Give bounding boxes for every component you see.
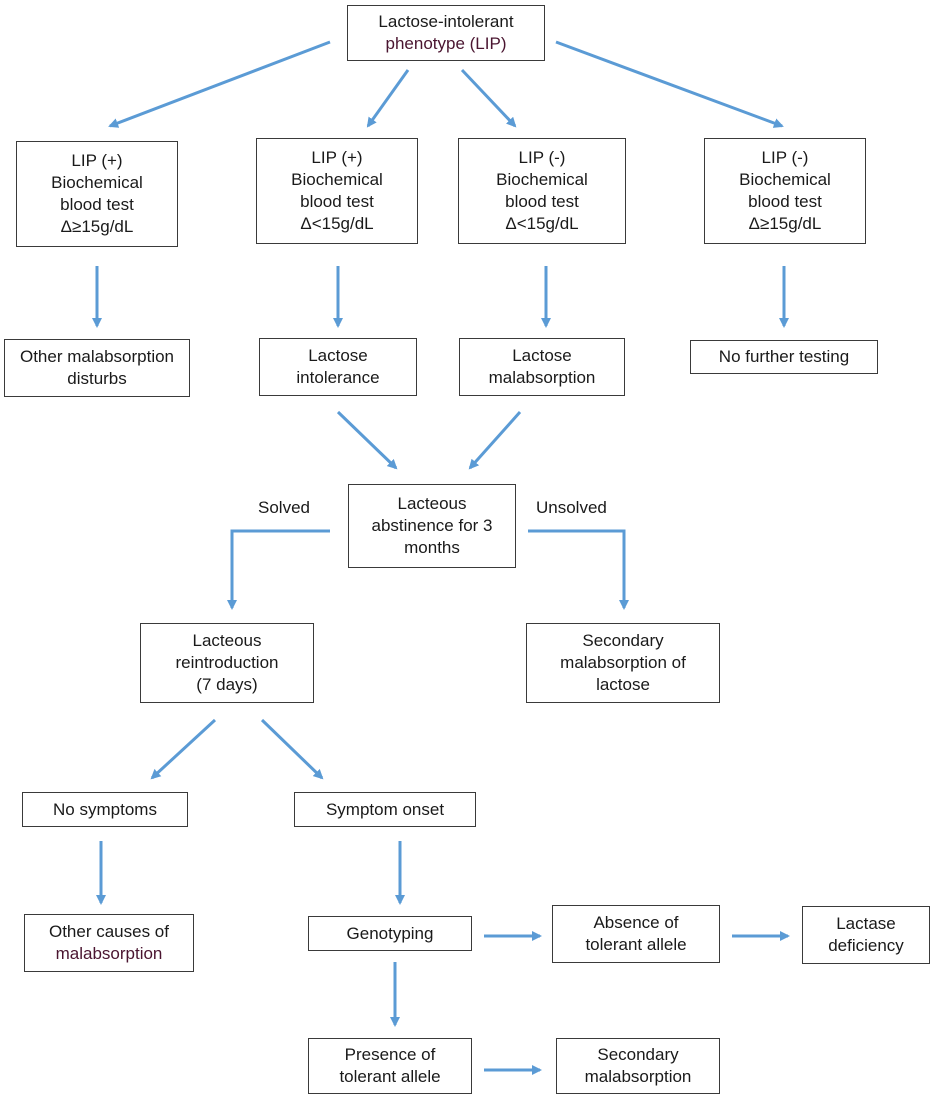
node-secondary-malabsorption-text: Secondary malabsorption	[584, 1045, 692, 1086]
node-abstinence-text: Lacteous abstinence for 3 months	[371, 494, 493, 557]
node-lactose-malabsorption: Lactose malabsorption	[459, 338, 625, 396]
node-other-causes-of-malabsorption: Other causes of malabsorption	[24, 914, 194, 972]
node-lip-neg-high: LIP (-) Biochemical blood test Δ≥15g/dL	[704, 138, 866, 244]
arrow-root-to-lip4	[555, 40, 784, 128]
edge-label-solved: Solved	[258, 498, 310, 517]
edge-label-unsolved: Unsolved	[536, 498, 607, 517]
node-lip-neg-low-text: LIP (-) Biochemical blood test Δ<15g/dL	[496, 148, 588, 233]
node-lip-pos-low: LIP (+) Biochemical blood test Δ<15g/dL	[256, 138, 418, 244]
node-secondary-malabsorption: Secondary malabsorption	[556, 1038, 720, 1094]
node-no-further-testing: No further testing	[690, 340, 878, 374]
node-symptom-onset-text: Symptom onset	[325, 799, 445, 819]
node-absence-of-tolerant-allele: Absence of tolerant allele	[552, 905, 720, 963]
node-lip-neg-low: LIP (-) Biochemical blood test Δ<15g/dL	[458, 138, 626, 244]
arrow-root-to-lip3	[460, 68, 517, 128]
node-no-symptoms-text: No symptoms	[53, 799, 157, 819]
node-lactose-intolerance-text: Lactose intolerance	[296, 346, 380, 387]
node-other-causes-line1: Other causes of	[48, 922, 169, 941]
node-secondary-lactose-text: Secondary malabsorption of lactose	[560, 631, 686, 694]
node-lip-pos-low-text: LIP (+) Biochemical blood test Δ<15g/dL	[291, 148, 383, 233]
node-secondary-malabsorption-of-lactose: Secondary malabsorption of lactose	[526, 623, 720, 703]
arrow-reintroduction-to-no-symptoms	[150, 718, 217, 780]
arrow-abstinence-solved	[227, 529, 330, 610]
node-other-malabsorption-text: Other malabsorption disturbs	[19, 347, 175, 388]
node-lip-pos-high: LIP (+) Biochemical blood test Δ≥15g/dL	[16, 141, 178, 247]
arrow-lactose-intolerance-to-abstinence	[336, 410, 398, 470]
arrow-lactose-malabsorption-to-abstinence	[468, 411, 522, 470]
node-no-further-testing-text: No further testing	[718, 347, 850, 366]
node-lacteous-abstinence: Lacteous abstinence for 3 months	[348, 484, 516, 568]
node-symptom-onset: Symptom onset	[294, 792, 476, 827]
node-lactose-intolerant-phenotype: Lactose-intolerant phenotype (LIP)	[347, 5, 545, 61]
arrow-reintroduction-to-symptom-onset	[260, 718, 324, 780]
arrow-root-to-lip2	[366, 69, 410, 128]
node-presence-of-tolerant-allele: Presence of tolerant allele	[308, 1038, 472, 1094]
node-other-causes-line2: malabsorption	[55, 944, 163, 963]
arrow-root-to-lip1	[108, 40, 331, 128]
node-lactase-deficiency: Lactase deficiency	[802, 906, 930, 964]
node-lactose-intolerance: Lactose intolerance	[259, 338, 417, 396]
node-lacteous-reintroduction: Lacteous reintroduction (7 days)	[140, 623, 314, 703]
node-other-malabsorption-disturbs: Other malabsorption disturbs	[4, 339, 190, 397]
node-root-line2: phenotype	[385, 34, 470, 53]
arrow-abstinence-unsolved	[528, 529, 629, 610]
node-absence-allele-text: Absence of tolerant allele	[585, 913, 687, 954]
node-lip-neg-high-text: LIP (-) Biochemical blood test Δ≥15g/dL	[739, 148, 831, 233]
node-lip-pos-high-text: LIP (+) Biochemical blood test Δ≥15g/dL	[51, 151, 143, 236]
node-genotyping-text: Genotyping	[346, 923, 434, 943]
node-reintroduction-text: Lacteous reintroduction (7 days)	[175, 631, 279, 694]
node-root-line1: Lactose-intolerant	[378, 12, 514, 31]
node-no-symptoms: No symptoms	[22, 792, 188, 827]
node-lactose-malabsorption-text: Lactose malabsorption	[488, 346, 596, 387]
node-root-line2-highlight: (LIP)	[469, 34, 507, 53]
node-presence-allele-text: Presence of tolerant allele	[339, 1045, 441, 1086]
node-genotyping: Genotyping	[308, 916, 472, 951]
node-lactase-deficiency-text: Lactase deficiency	[828, 914, 904, 955]
